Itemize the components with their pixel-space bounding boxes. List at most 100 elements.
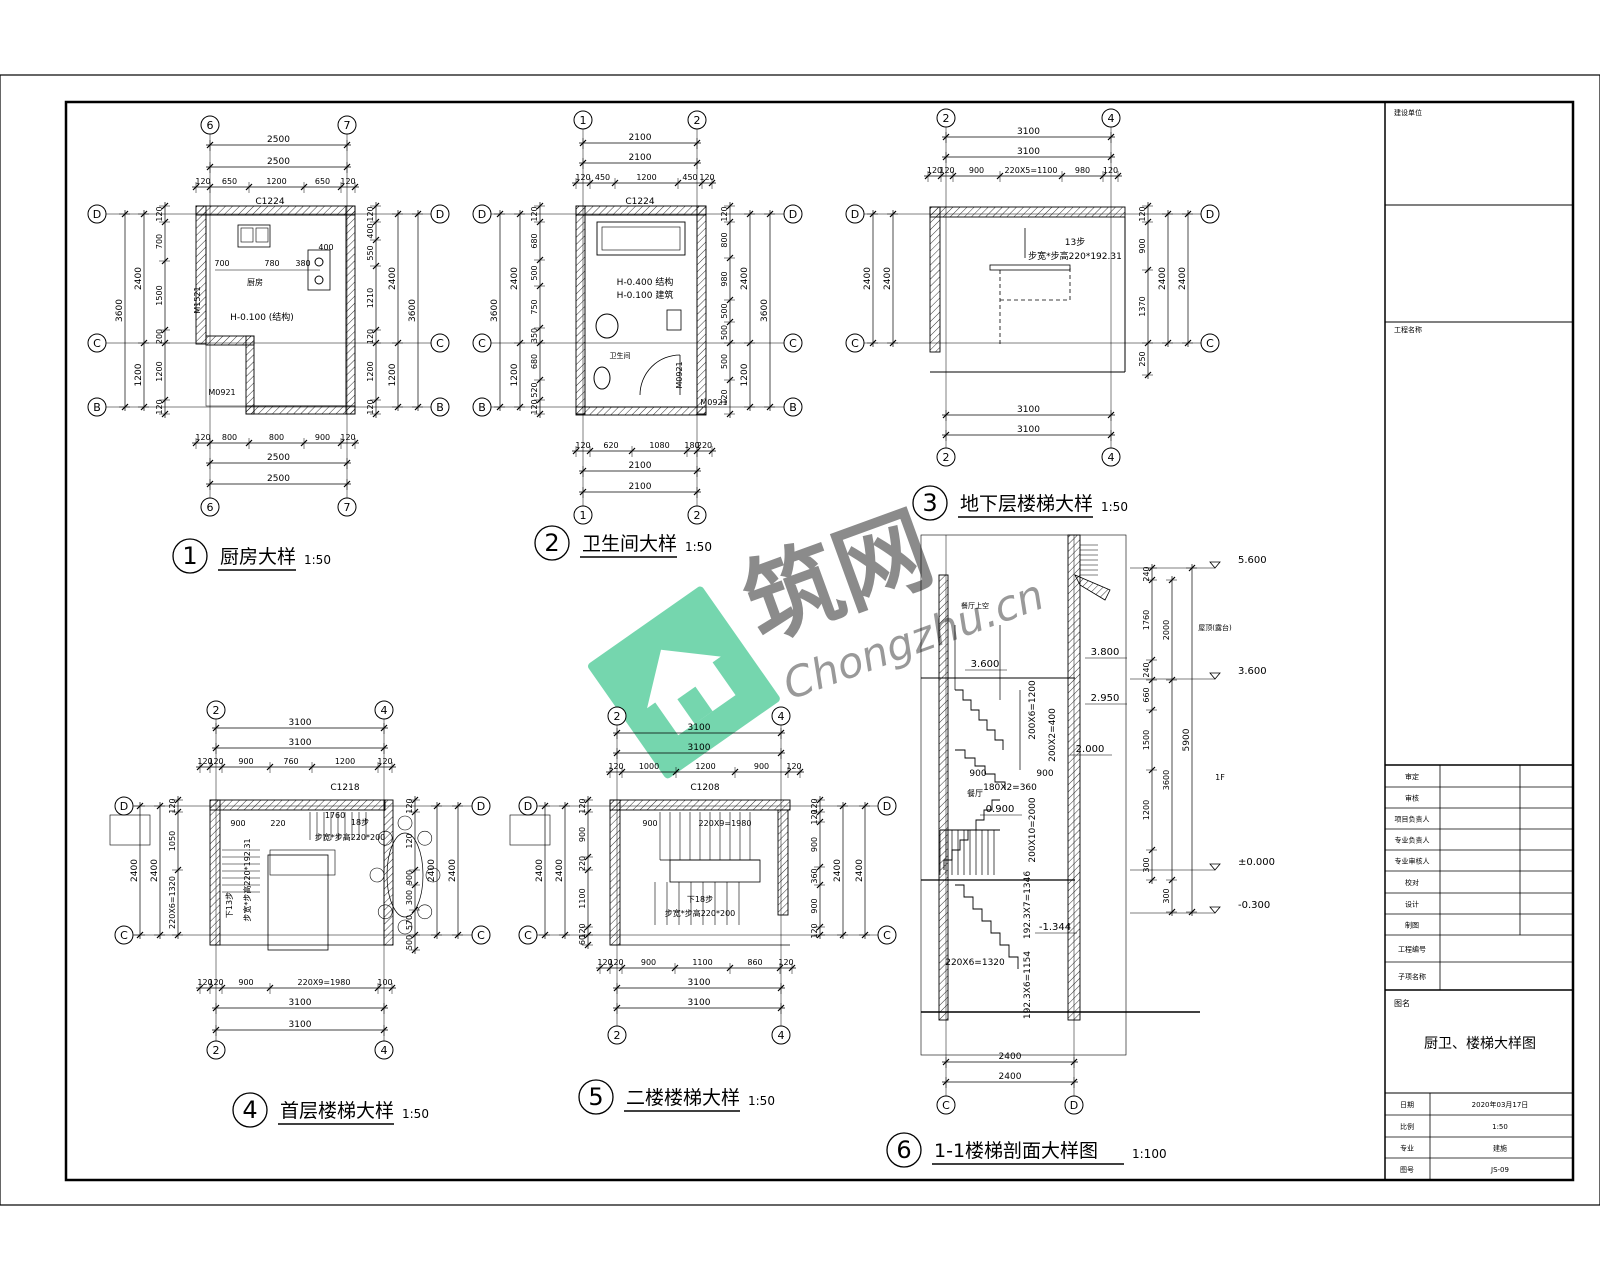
dim-text: 3100: [289, 738, 312, 748]
dining-table: [386, 832, 424, 918]
stair-flight: [269, 849, 336, 876]
tb-drawing-name: 厨卫、楼梯大样图: [1424, 1036, 1536, 1052]
dim-text: 2400: [1178, 267, 1188, 290]
dim-text: 2400: [855, 859, 865, 882]
step-note: 下18步: [687, 895, 713, 904]
drawing-scale: 1:50: [748, 1094, 775, 1108]
step-note: 步宽*步高220*192.31: [242, 838, 252, 921]
axis-label: C: [789, 337, 797, 350]
parapet: [1074, 574, 1111, 601]
dim-text: 180: [684, 441, 699, 450]
tb-row-label: 专业负责人: [1395, 836, 1430, 845]
dim-text: 350: [530, 328, 539, 343]
dim-text: 2400: [999, 1072, 1022, 1082]
stair-flight: [955, 689, 1004, 750]
dim-text: 3600: [408, 299, 418, 322]
sofa: [109, 814, 151, 846]
level-label: H-0.100 (结构): [230, 311, 294, 323]
level-label: ±0.000: [1238, 857, 1275, 868]
dim-text: 2400: [388, 267, 398, 290]
dim-text: 220X9=1980: [699, 819, 752, 828]
dim-text: 3600: [490, 299, 500, 322]
dim-text: 900: [969, 166, 984, 175]
dim-text: 500: [720, 354, 729, 369]
dim-text: 1200: [695, 762, 715, 771]
floor-label: 1F: [1215, 773, 1225, 782]
drawing-scale: 1:50: [304, 553, 331, 567]
axis-label: D: [436, 208, 444, 221]
dim-text: C1218: [330, 783, 359, 793]
level-label: 0.900: [986, 804, 1015, 815]
dim-text: 2500: [267, 453, 290, 463]
dim-text: 2500: [267, 135, 290, 145]
dim-text: 120: [366, 329, 375, 344]
level-symbol: [1209, 561, 1221, 569]
level-label: -0.300: [1238, 900, 1270, 911]
level-label: 2.950: [1091, 693, 1120, 704]
axis-label: C: [478, 337, 486, 350]
tb-client-label: 建设单位: [1394, 108, 1422, 117]
dim-text: 1200: [510, 363, 520, 386]
axis-label: 1: [580, 114, 587, 127]
wall: [777, 809, 789, 916]
tb-bottom-value: 2020年03月17日: [1472, 1100, 1529, 1109]
tb-row-label: 专业审核人: [1395, 857, 1430, 866]
level-symbol: [1209, 906, 1221, 914]
dim-text: 500: [720, 303, 729, 318]
dim-text: 200: [155, 329, 164, 344]
dim-text: 2400: [883, 267, 893, 290]
dim-text: 900: [642, 819, 657, 828]
dim-text: 120: [1138, 206, 1147, 221]
stair-label: 200X10=2000: [1028, 797, 1038, 863]
chair: [417, 830, 433, 846]
dim-text: 500: [405, 935, 414, 950]
drawing-scale: 1:100: [1132, 1147, 1167, 1161]
dim-text: 300: [405, 890, 414, 905]
wall: [609, 799, 791, 811]
axis-label: C: [93, 337, 101, 350]
dim-text: 3100: [1017, 147, 1040, 157]
sofa: [509, 814, 551, 846]
dim-text: 120: [810, 809, 819, 824]
title-number: 5: [588, 1083, 603, 1111]
dim-text: 1500: [1142, 730, 1151, 750]
dim-text: 800: [720, 232, 729, 247]
door-swing: [639, 354, 681, 396]
dim-text: 900: [810, 837, 819, 852]
bathtub: [596, 221, 686, 256]
dim-text: 3100: [688, 998, 711, 1008]
dim-text: 860: [747, 958, 762, 967]
level-label: 3.600: [971, 659, 1000, 670]
dim-text: 2400: [999, 1052, 1022, 1062]
dim-text: 120: [208, 978, 223, 987]
dim-text: 120: [578, 798, 587, 813]
wall: [195, 205, 356, 216]
dim-text: 2400: [863, 267, 873, 290]
dim-text: 120: [377, 757, 392, 766]
drawing-title: 首层楼梯大样: [280, 1100, 394, 1122]
stair-dashed: [999, 265, 1071, 345]
landing: [989, 264, 1071, 271]
dim-text: 550: [366, 245, 375, 260]
dim-text: 220: [697, 441, 712, 450]
wall: [1067, 534, 1081, 1021]
axis-label: B: [93, 401, 101, 414]
dim-text: 120: [1103, 166, 1118, 175]
tb-bottom-key: 图号: [1400, 1166, 1414, 1174]
dim-text: 120: [195, 433, 210, 442]
step-note: 步宽*步高220*192.31: [1028, 250, 1122, 262]
axis-label: C: [942, 1099, 950, 1112]
dim-text: 750: [530, 299, 539, 314]
dim-text: 900: [405, 870, 414, 885]
title-number: 1: [182, 542, 197, 570]
chair: [417, 904, 433, 920]
dim-text: 2400: [427, 859, 437, 882]
tb-drawing-label: 图名: [1394, 998, 1410, 1008]
dim-text: 1050: [168, 831, 177, 851]
axis-label: 4: [1108, 451, 1115, 464]
wall: [929, 206, 941, 353]
dim-text: 1200: [335, 757, 355, 766]
dim-text: 900: [1138, 238, 1147, 253]
dim-text: 2400: [130, 859, 140, 882]
room-label: 卫生间: [610, 351, 631, 360]
